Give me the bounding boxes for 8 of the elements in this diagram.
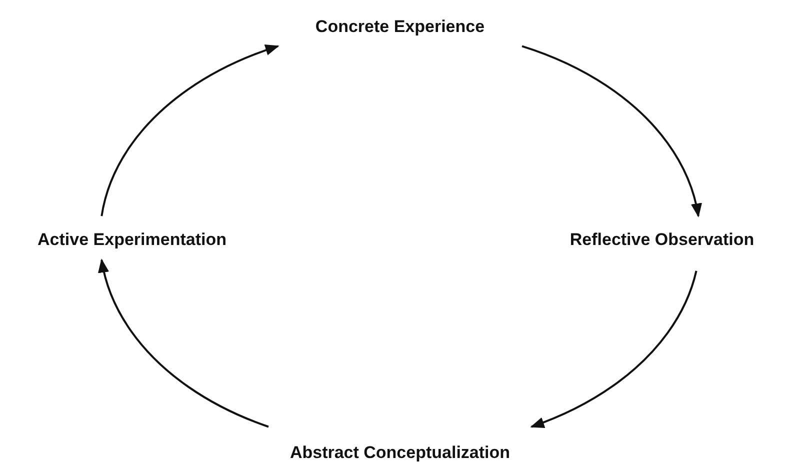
arrow: [98, 258, 269, 428]
stage-label: Abstract Conceptualization: [286, 441, 514, 465]
stage-label: Reflective Observation: [566, 228, 758, 252]
arrow: [100, 45, 280, 216]
arrow: [522, 45, 702, 218]
stage-label: Active Experimentation: [34, 228, 230, 252]
arrow: [530, 270, 698, 428]
stage-label: Concrete Experience: [311, 15, 489, 39]
